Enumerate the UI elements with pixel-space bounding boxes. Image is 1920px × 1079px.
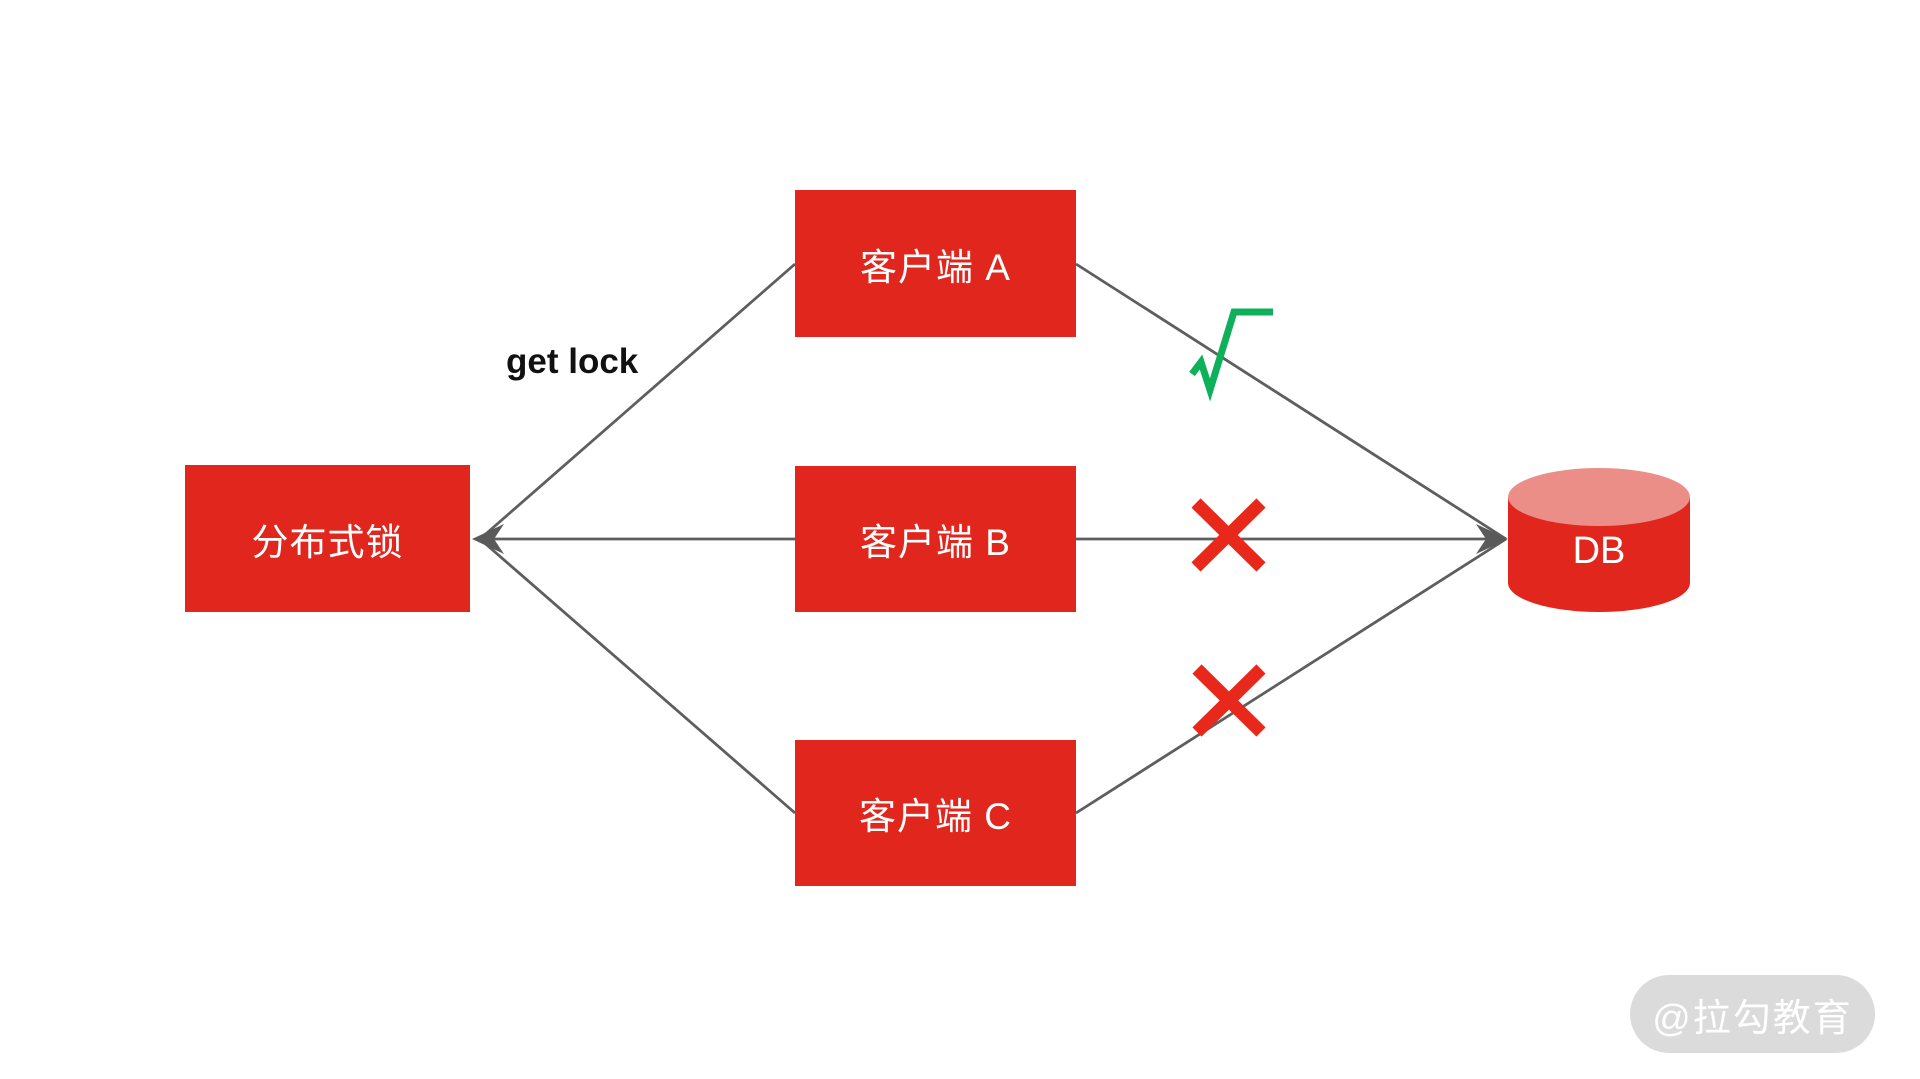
arrowhead-into-db — [1476, 524, 1508, 554]
node-distributed-lock: 分布式锁 — [185, 465, 470, 612]
edge-client-a-db — [1075, 262, 1507, 541]
fail-cross-icon-c — [1192, 664, 1266, 737]
watermark-badge: @拉勾教育 — [1630, 975, 1875, 1053]
edge-lock-client-a — [479, 262, 796, 541]
watermark-text: @拉勾教育 — [1652, 997, 1853, 1040]
edge-client-c-db — [1075, 537, 1507, 815]
node-client-b-label: 客户端 B — [860, 522, 1011, 563]
node-distributed-lock-label: 分布式锁 — [251, 521, 404, 563]
db-cylinder-icon — [1508, 468, 1690, 612]
node-client-c: 客户端 C — [795, 740, 1076, 886]
fail-cross-icon-b — [1191, 498, 1266, 572]
node-client-a-label: 客户端 A — [860, 246, 1011, 288]
edge-lock-client-c — [479, 537, 796, 815]
node-db-label: DB — [1572, 530, 1626, 572]
node-client-b: 客户端 B — [795, 466, 1076, 612]
success-check-icon — [1189, 308, 1273, 402]
arrowhead-into-lock — [472, 524, 504, 554]
node-client-a: 客户端 A — [795, 190, 1076, 337]
edge-label-get-lock: get lock — [506, 342, 639, 381]
node-client-c-label: 客户端 C — [859, 796, 1012, 837]
